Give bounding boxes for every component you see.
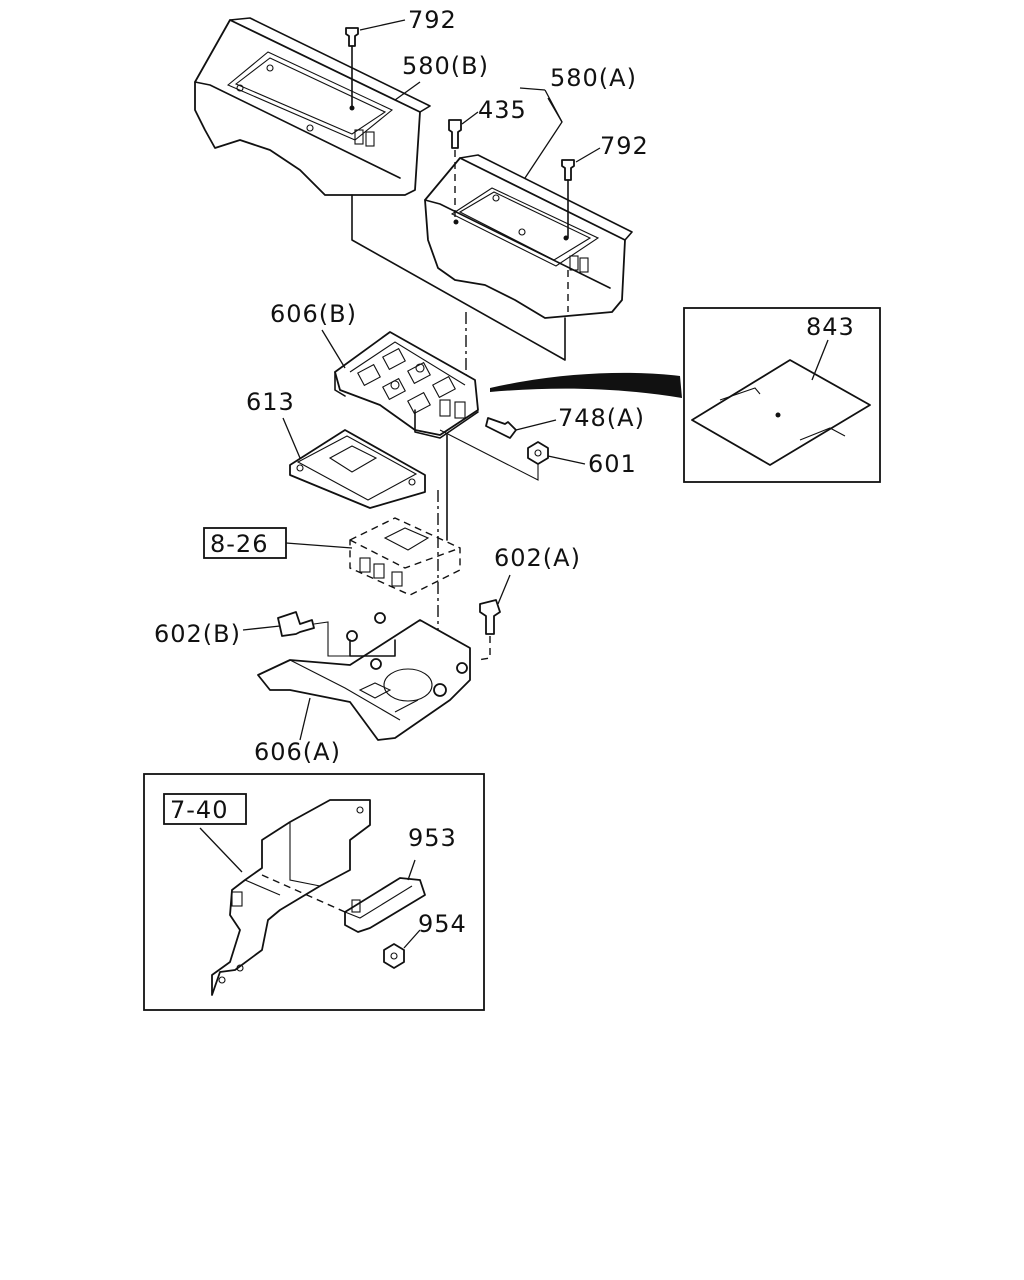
label-953: 953 <box>408 824 457 852</box>
label-606b: 606(B) <box>270 300 357 328</box>
bracket-953 <box>344 877 426 933</box>
label-954: 954 <box>418 910 467 938</box>
ecu-613 <box>289 429 426 509</box>
label-580b: 580(B) <box>402 52 489 80</box>
bolt-748a <box>485 417 517 439</box>
label-748a: 748(A) <box>558 404 645 432</box>
label-601: 601 <box>588 450 637 478</box>
pin-792-right <box>561 159 575 312</box>
label-435: 435 <box>478 96 527 124</box>
nut-601 <box>527 441 549 465</box>
inset-box-bottom <box>143 773 485 1011</box>
cover-580b <box>194 17 431 196</box>
bracket-7-40 <box>211 799 371 996</box>
module-8-26 <box>349 517 461 596</box>
ref-box-7-40 <box>163 793 247 825</box>
label-602a: 602(A) <box>494 544 581 572</box>
label-602b: 602(B) <box>154 620 241 648</box>
bolt-435 <box>448 119 462 222</box>
bolt-602a <box>477 599 501 661</box>
sheet-843 <box>691 359 871 466</box>
label-613: 613 <box>246 388 295 416</box>
label-7-40: 7-40 <box>170 796 228 824</box>
inset-box-843 <box>683 307 881 483</box>
ref-box-8-26 <box>203 527 287 559</box>
label-8-26: 8-26 <box>210 530 268 558</box>
label-580a: 580(A) <box>550 64 637 92</box>
label-843: 843 <box>806 313 855 341</box>
label-606a: 606(A) <box>254 738 341 766</box>
bracket-606a <box>257 612 471 741</box>
nut-954 <box>383 943 405 969</box>
label-792-right: 792 <box>600 132 649 160</box>
pin-792-top <box>345 27 359 109</box>
cover-580a <box>424 154 633 319</box>
bolt-602b <box>277 611 350 657</box>
bracket-606b <box>334 331 479 439</box>
part-labels: 792 580(B) 580(A) 435 792 606(B) 843 613… <box>154 6 855 938</box>
label-792-top: 792 <box>408 6 457 34</box>
leader-lines <box>199 19 829 949</box>
